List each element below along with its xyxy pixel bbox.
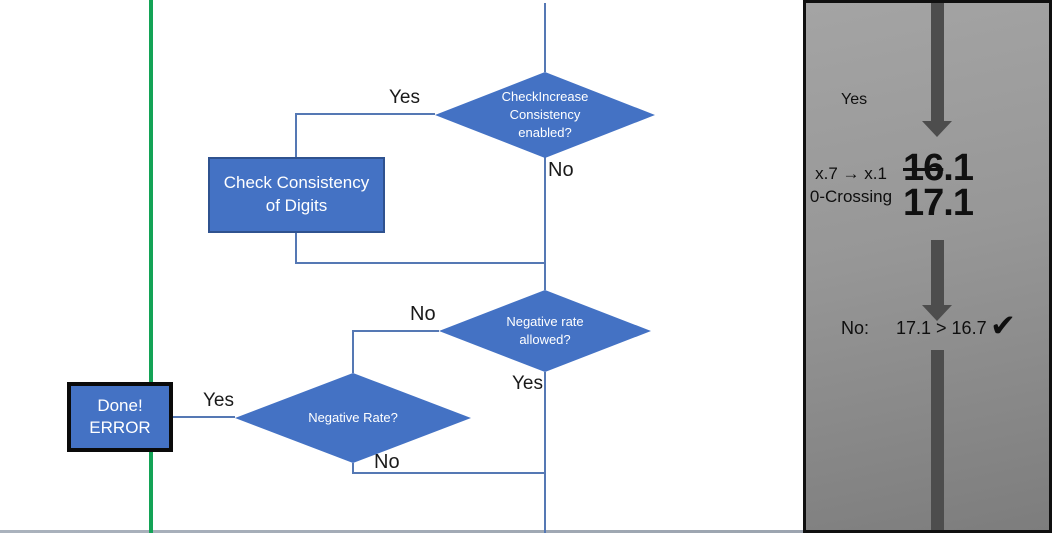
old-value-rest: .1 [943, 147, 974, 189]
mapping-line1: x.7 → x.1 [815, 164, 887, 183]
result-comparison: 17.1 > 16.7 [896, 318, 987, 338]
branch-label-yes-top: Yes [389, 87, 420, 108]
mapping-note: x.7 → x.1 0-Crossing [806, 162, 896, 208]
decision-negative-rate-allowed-line1: Negative rate [506, 314, 584, 330]
down-arrow-icon-mid-shaft [931, 240, 944, 306]
branch-label-no-bottom: No [374, 451, 400, 473]
decision-check-increase-line1: CheckIncrease [501, 89, 589, 105]
decision-check-increase-consistency: CheckIncrease Consistency enabled? [435, 72, 655, 158]
branch-label-yes-done: Yes [203, 390, 234, 411]
decision-negative-rate-line1: Negative Rate? [308, 410, 398, 426]
decision-check-increase-line2: Consistency [509, 107, 581, 123]
down-arrow-icon-top-shaft [931, 3, 944, 122]
checkmark-icon: ✔ [990, 308, 1016, 343]
slide-bottom-edge [0, 530, 1052, 533]
down-arrow-icon-mid-head [922, 305, 952, 321]
connector-top-in [544, 3, 546, 72]
old-value: 16.1 [903, 149, 974, 187]
process-check-consistency-line1: Check Consistency [223, 173, 370, 193]
terminal-done-line2: ERROR [89, 418, 151, 437]
process-check-consistency-label: Check Consistency of Digits [224, 172, 370, 218]
old-value-struck: 16 [903, 147, 944, 189]
result-no-label: No: [841, 318, 870, 338]
connector-no-mid-vertical [352, 330, 354, 373]
connector-process-out-vertical [295, 233, 297, 263]
decision-negative-rate-allowed-label: Negative rate allowed? [506, 313, 583, 349]
value-comparison-numbers: 16.1 17.1 [903, 149, 974, 224]
connector-done-horizontal [173, 416, 235, 418]
panel-yes-label: Yes [841, 91, 868, 108]
process-check-consistency-of-digits: Check Consistency of Digits [208, 157, 385, 233]
connector-no-bottom-vertical [352, 463, 354, 474]
terminal-done-line1: Done! [97, 395, 143, 415]
branch-label-no-mid: No [410, 303, 436, 325]
connector-process-join-horizontal [295, 262, 545, 264]
connector-yes-vertical [295, 113, 297, 157]
decision-check-increase-label: CheckIncrease Consistency enabled? [502, 88, 589, 142]
green-accent-line [149, 0, 153, 533]
decision-check-increase-line3: enabled? [518, 124, 572, 140]
connector-no-bottom-horizontal [352, 472, 545, 474]
new-value: 17.1 [903, 182, 974, 224]
mapping-line2: 0-Crossing [809, 187, 893, 206]
terminal-done-error-label: Done! ERROR [89, 395, 150, 439]
connector-no-main-vertical [544, 157, 546, 290]
walkthrough-panel: Yes x.7 → x.1 0-Crossing 16.1 17.1 No: 1… [803, 0, 1052, 533]
connector-yes-main-vertical [544, 372, 546, 533]
decision-negative-rate-allowed: Negative rate allowed? [439, 290, 651, 372]
process-check-consistency-line2: of Digits [265, 196, 328, 215]
branch-label-no-top: No [548, 159, 574, 181]
connector-yes-horizontal [296, 113, 435, 115]
down-arrow-icon-bottom-shaft [931, 350, 944, 530]
decision-negative-rate-allowed-line2: allowed? [519, 332, 571, 347]
connector-no-mid-horizontal [353, 330, 439, 332]
decision-negative-rate: Negative Rate? [235, 373, 471, 463]
terminal-done-error: Done! ERROR [67, 382, 173, 452]
down-arrow-icon-top-head [922, 121, 952, 137]
branch-label-yes-mid: Yes [512, 373, 543, 394]
decision-negative-rate-label: Negative Rate? [308, 409, 398, 427]
